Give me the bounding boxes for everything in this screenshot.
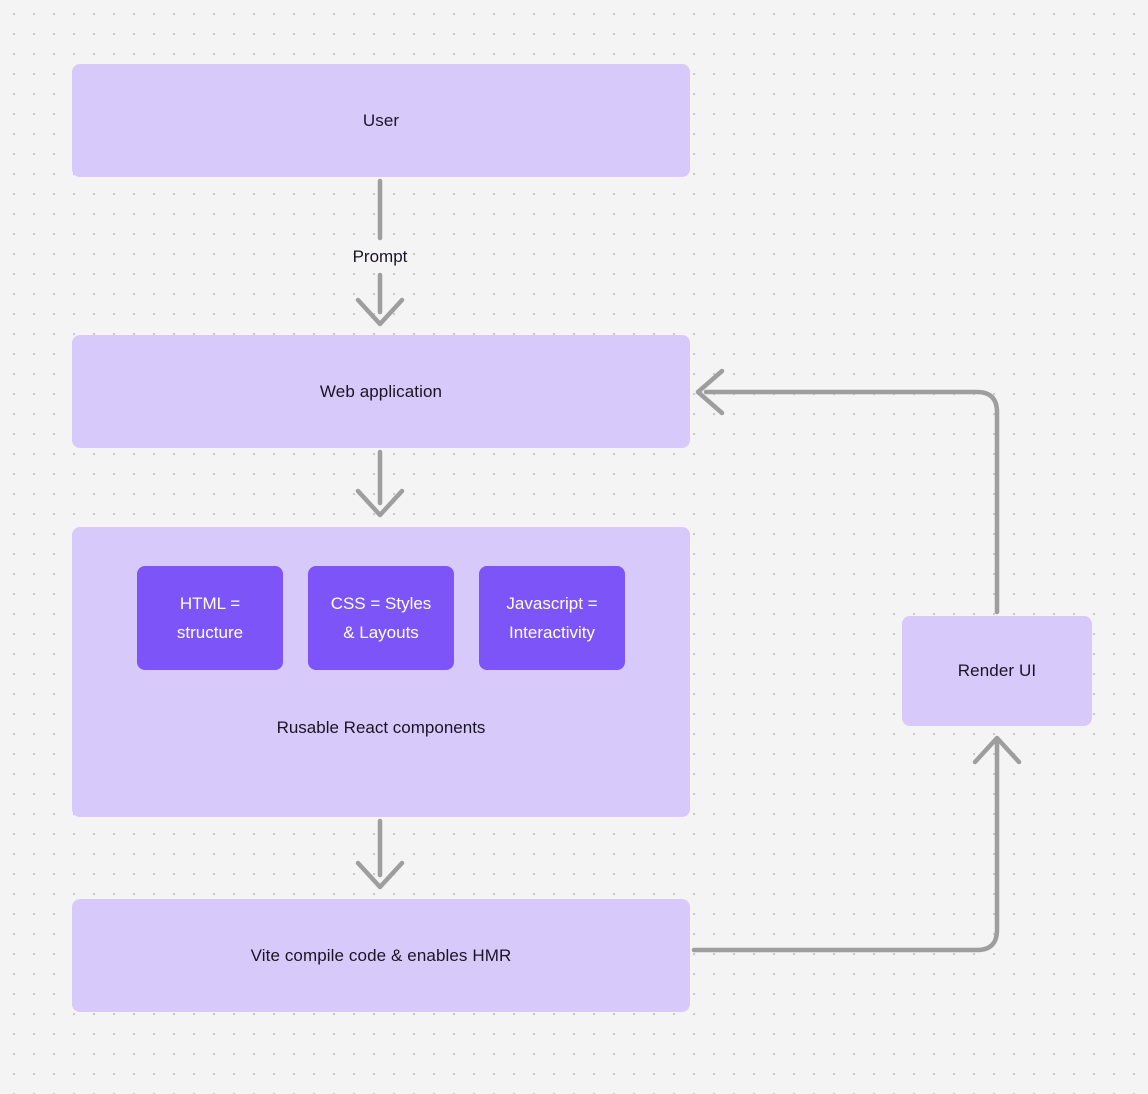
node-vite[interactable]: Vite compile code & enables HMR [72,899,690,1012]
chip-html-label: HTML = structure [176,594,244,642]
chip-row: HTML = structure CSS = Styles & Layouts … [137,566,625,670]
node-render-ui[interactable]: Render UI [902,616,1092,726]
node-vite-label: Vite compile code & enables HMR [250,945,512,965]
chip-css[interactable]: CSS = Styles & Layouts [308,566,454,670]
edge-vite-to-render [691,735,1022,953]
node-user-label: User [362,110,400,130]
edge-render-to-webapp [695,368,1000,615]
node-react-components-caption: Rusable React components [276,718,486,737]
chip-javascript-label: Javascript = Interactivity [506,594,598,642]
chip-html[interactable]: HTML = structure [137,566,283,670]
node-user[interactable]: User [72,64,690,177]
node-web-application[interactable]: Web application [72,335,690,448]
edge-components-to-vite [355,818,405,890]
node-react-components[interactable]: HTML = structure CSS = Styles & Layouts … [72,527,690,817]
edge-webapp-to-components [355,449,405,518]
chip-css-label: CSS = Styles & Layouts [330,594,432,642]
edge-label-prompt: Prompt [352,247,408,266]
node-web-application-label: Web application [319,381,443,401]
node-render-ui-label: Render UI [957,661,1037,680]
chip-javascript[interactable]: Javascript = Interactivity [479,566,625,670]
